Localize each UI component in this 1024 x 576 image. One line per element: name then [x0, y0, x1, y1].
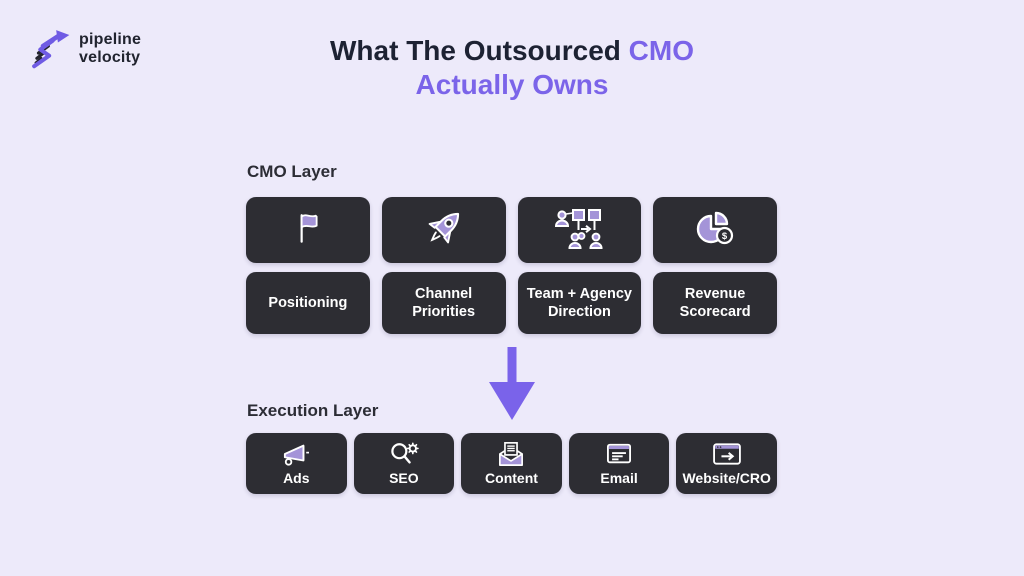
- exec-card-ads-label: Ads: [283, 470, 310, 486]
- pipeline-velocity-logo-icon: [28, 22, 72, 75]
- flag-icon: [288, 208, 328, 253]
- brand-name-line2: velocity: [79, 48, 141, 66]
- page-title: What The Outsourced CMO Actually Owns: [0, 34, 1024, 102]
- pie-chart-dollar-icon: $: [691, 205, 739, 256]
- exec-card-seo: SEO: [353, 433, 455, 494]
- cmo-card-team-agency: [517, 197, 642, 263]
- cmo-label-channel-priorities: Channel Priorities: [381, 272, 506, 334]
- exec-card-email-label: Email: [600, 470, 638, 486]
- down-arrow-icon: [489, 347, 535, 420]
- browser-arrow-icon: [711, 441, 743, 467]
- exec-card-website-cro-label: Website/CRO: [682, 470, 771, 486]
- email-message-icon: [604, 441, 634, 467]
- svg-text:$: $: [722, 231, 728, 242]
- brand-logo: pipeline velocity: [28, 22, 141, 75]
- page-title-line1: What The Outsourced CMO: [0, 34, 1024, 68]
- cmo-label-team-agency: Team + Agency Direction: [517, 272, 642, 334]
- envelope-document-icon: [496, 441, 526, 467]
- cmo-label-card-row: Positioning Channel Priorities Team + Ag…: [246, 272, 777, 334]
- execution-card-row: Ads: [246, 433, 777, 494]
- title-line1-dark: What The Outsourced: [329, 35, 621, 66]
- exec-card-content-label: Content: [485, 470, 538, 486]
- exec-card-email: Email: [568, 433, 670, 494]
- cmo-card-channel-priorities: [381, 197, 506, 263]
- title-line1-accent: CMO: [628, 35, 694, 66]
- cmo-layer-heading: CMO Layer: [247, 162, 337, 181]
- execution-layer-heading: Execution Layer: [247, 401, 379, 420]
- page-title-line2: Actually Owns: [415, 69, 609, 100]
- search-gear-icon: [388, 441, 420, 467]
- exec-card-seo-label: SEO: [389, 470, 419, 486]
- exec-card-content: Content: [461, 433, 562, 494]
- cmo-icon-card-row: $: [246, 197, 777, 263]
- exec-card-website-cro: Website/CRO: [676, 433, 777, 494]
- megaphone-icon: [281, 441, 311, 467]
- brand-name: pipeline velocity: [79, 31, 141, 66]
- cmo-label-revenue-scorecard: Revenue Scorecard: [653, 272, 777, 334]
- rocket-icon: [421, 205, 467, 256]
- org-chart-icon: [553, 206, 605, 255]
- cmo-card-positioning: [246, 197, 370, 263]
- cmo-card-revenue-scorecard: $: [653, 197, 777, 263]
- exec-card-ads: Ads: [246, 433, 347, 494]
- cmo-label-positioning: Positioning: [246, 272, 370, 334]
- brand-name-line1: pipeline: [79, 31, 142, 49]
